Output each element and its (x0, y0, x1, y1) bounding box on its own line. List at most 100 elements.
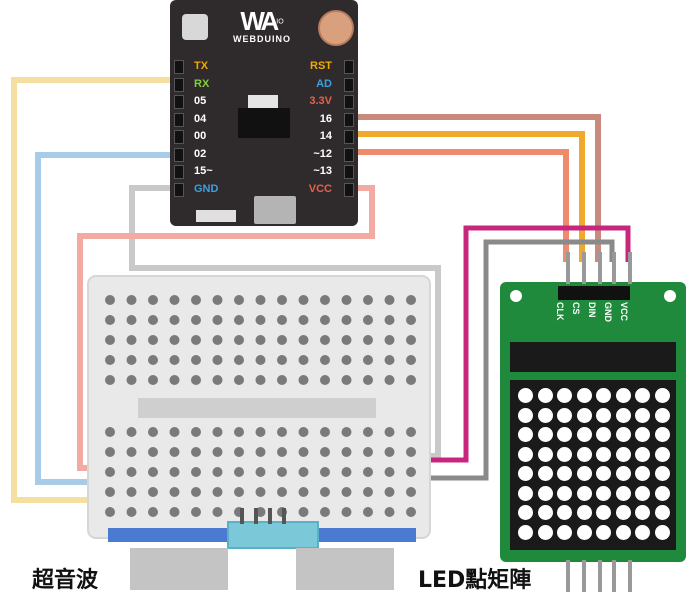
pin-left-15 (174, 165, 184, 179)
breadboard-hole (255, 487, 266, 497)
breadboard-hole (148, 375, 158, 385)
pin-label-right: 14 (319, 130, 332, 142)
led-dot (537, 485, 553, 501)
breadboard-hole (148, 315, 158, 325)
led-dot (518, 524, 533, 540)
pin-left-gnd (174, 182, 184, 197)
breadboard-hole (406, 427, 416, 437)
led-dot (518, 427, 533, 442)
breadboard-hole (191, 427, 201, 437)
led-dot (537, 524, 553, 540)
breadboard-hole (105, 375, 115, 385)
led-dot (596, 524, 611, 540)
breadboard-hole (341, 447, 352, 457)
led-dot (635, 524, 650, 540)
ultrasonic-transducer-left (130, 548, 228, 590)
breadboard-hole (169, 487, 180, 497)
led-dot (596, 388, 611, 403)
led-dot (576, 388, 592, 403)
led-dot (635, 407, 650, 423)
led-dot (654, 427, 670, 442)
pin-left-rx (174, 77, 184, 92)
breadboard-hole (105, 487, 115, 497)
breadboard-hole (169, 315, 180, 325)
pin-right-vcc (344, 182, 354, 197)
breadboard-hole (126, 295, 137, 305)
pin-label-right: VCC (308, 182, 332, 195)
pin-right-33v (344, 95, 354, 109)
driver-chip (510, 342, 676, 372)
breadboard-hole (363, 295, 373, 305)
pin-left-05 (174, 95, 184, 109)
breadboard-hole (384, 507, 395, 517)
breadboard-hole (406, 355, 416, 365)
breadboard-hole (341, 295, 352, 305)
pin-label-right: AD (316, 77, 332, 90)
wire-salmon (340, 149, 569, 262)
breadboard-hole (363, 375, 373, 385)
breadboard-hole (169, 335, 180, 345)
breadboard-holes (105, 295, 416, 517)
breadboard-hole (212, 487, 223, 497)
led-dot (615, 388, 631, 403)
led-dot-grid (510, 380, 676, 550)
led-dot (635, 466, 650, 481)
breadboard-hole (126, 447, 137, 457)
led-dot (557, 524, 572, 540)
led-dot (596, 505, 611, 520)
ultrasonic-transducer-right (296, 548, 394, 590)
breadboard-hole (191, 295, 201, 305)
breadboard-hole (298, 427, 309, 437)
led-dot (537, 446, 553, 462)
pin-label-left: 00 (194, 130, 207, 142)
breadboard-hole (406, 467, 416, 477)
breadboard-hole (341, 507, 352, 517)
breadboard-hole (341, 315, 352, 325)
breadboard-hole (105, 427, 115, 437)
breadboard-hole (105, 447, 115, 457)
led-dot (596, 427, 611, 442)
breadboard-hole (277, 487, 287, 497)
wire-brown (340, 114, 601, 262)
breadboard-hole (234, 335, 244, 345)
logo: WAIO WEBDUINO (222, 6, 302, 44)
breadboard-hole (320, 507, 330, 517)
breadboard-hole (320, 315, 330, 325)
led-dot (654, 446, 670, 462)
breadboard-hole (148, 427, 158, 437)
breadboard-hole (234, 467, 244, 477)
breadboard-hole (234, 487, 244, 497)
pin-label-right: ~12 (313, 147, 332, 160)
breadboard-hole (298, 467, 309, 477)
breadboard-hole (298, 295, 309, 305)
breadboard-hole (255, 295, 266, 305)
breadboard-hole (406, 487, 416, 497)
led-dot (596, 466, 611, 481)
led-dot (654, 524, 670, 540)
led-dot (635, 446, 650, 462)
breadboard-hole (277, 355, 287, 365)
pin-label-left: 05 (194, 95, 207, 107)
pin-label-left: 04 (194, 112, 207, 125)
led-dot (576, 466, 592, 481)
breadboard-hole (406, 375, 416, 385)
breadboard-hole (277, 335, 287, 345)
pin-label-right: 3.3V (309, 95, 332, 107)
led-dot (615, 407, 631, 423)
gear-icon (182, 14, 208, 40)
led-matrix-caption: LED點矩陣 (418, 568, 532, 593)
breadboard-hole (341, 335, 352, 345)
breadboard-hole (191, 355, 201, 365)
brand-name: WEBDUINO (233, 34, 291, 44)
breadboard-hole (341, 467, 352, 477)
breadboard-hole (363, 355, 373, 365)
led-dot (537, 466, 553, 481)
led-dot (557, 388, 572, 403)
led-dot (635, 388, 650, 403)
led-dot (518, 446, 533, 462)
pin-label-left: GND (194, 182, 219, 195)
